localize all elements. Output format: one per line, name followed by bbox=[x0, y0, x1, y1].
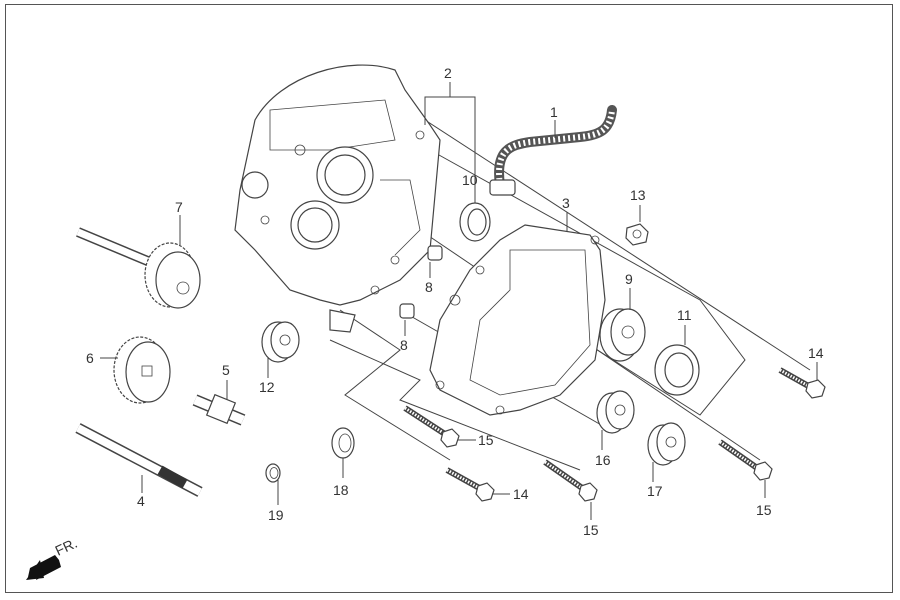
label-10: 10 bbox=[462, 172, 478, 188]
part-bolt-14-right[interactable]: 14 bbox=[778, 345, 826, 399]
part-bolt-15-middle[interactable]: 15 bbox=[543, 459, 599, 538]
part-counter-gear[interactable]: 6 bbox=[86, 336, 171, 404]
part-final-gear-shaft[interactable]: 7 bbox=[76, 199, 201, 309]
front-direction-indicator: FR. bbox=[26, 535, 80, 580]
callout-2: 2 bbox=[424, 65, 476, 205]
label-17: 17 bbox=[647, 483, 663, 499]
part-bearing-12[interactable]: 12 bbox=[259, 321, 300, 395]
part-transmission-case[interactable] bbox=[234, 64, 441, 333]
part-dowel-pin-lower[interactable]: 8 bbox=[399, 303, 415, 353]
part-bolt-15-right[interactable]: 15 bbox=[718, 439, 773, 518]
label-8b: 8 bbox=[400, 337, 408, 353]
label-14b: 14 bbox=[513, 486, 529, 502]
label-7: 7 bbox=[175, 199, 183, 215]
front-arrow-icon bbox=[28, 555, 61, 580]
part-nut[interactable]: 13 bbox=[625, 187, 649, 246]
part-bolt-14-lower[interactable]: 14 bbox=[445, 467, 529, 502]
part-dowel-pin-upper[interactable]: 8 bbox=[425, 245, 443, 295]
label-18: 18 bbox=[333, 482, 349, 498]
label-1: 1 bbox=[550, 104, 558, 120]
part-breather-hose[interactable]: 1 bbox=[489, 104, 617, 196]
label-6: 6 bbox=[86, 350, 94, 366]
label-15c: 15 bbox=[756, 502, 772, 518]
label-3: 3 bbox=[562, 195, 570, 211]
label-14a: 14 bbox=[808, 345, 824, 361]
part-gasket[interactable]: 3 bbox=[429, 195, 606, 416]
part-oil-seal-18[interactable]: 18 bbox=[331, 427, 355, 498]
arrow-head bbox=[26, 560, 44, 580]
part-drive-shaft[interactable]: 4 bbox=[75, 423, 203, 509]
label-13: 13 bbox=[630, 187, 646, 203]
label-8a: 8 bbox=[425, 279, 433, 295]
part-washer[interactable]: 19 bbox=[265, 463, 284, 523]
label-15b: 15 bbox=[583, 522, 599, 538]
label-19: 19 bbox=[268, 507, 284, 523]
label-15a: 15 bbox=[478, 432, 494, 448]
part-oil-seal-11[interactable]: 11 bbox=[654, 307, 700, 396]
part-bearing-16[interactable]: 16 bbox=[595, 390, 635, 468]
label-9: 9 bbox=[625, 271, 633, 287]
part-bolt-15-left[interactable]: 15 bbox=[403, 405, 494, 448]
label-4: 4 bbox=[137, 493, 145, 509]
part-oil-seal-10[interactable]: 10 bbox=[459, 172, 491, 242]
label-5: 5 bbox=[222, 362, 230, 378]
label-11: 11 bbox=[677, 307, 692, 323]
part-pinion[interactable]: 5 bbox=[192, 362, 246, 426]
part-bearing-9[interactable]: 9 bbox=[599, 271, 646, 362]
label-2: 2 bbox=[444, 65, 452, 81]
fr-label: FR. bbox=[53, 535, 80, 559]
label-12: 12 bbox=[259, 379, 275, 395]
part-bearing-17[interactable]: 17 bbox=[647, 422, 686, 499]
label-16: 16 bbox=[595, 452, 611, 468]
